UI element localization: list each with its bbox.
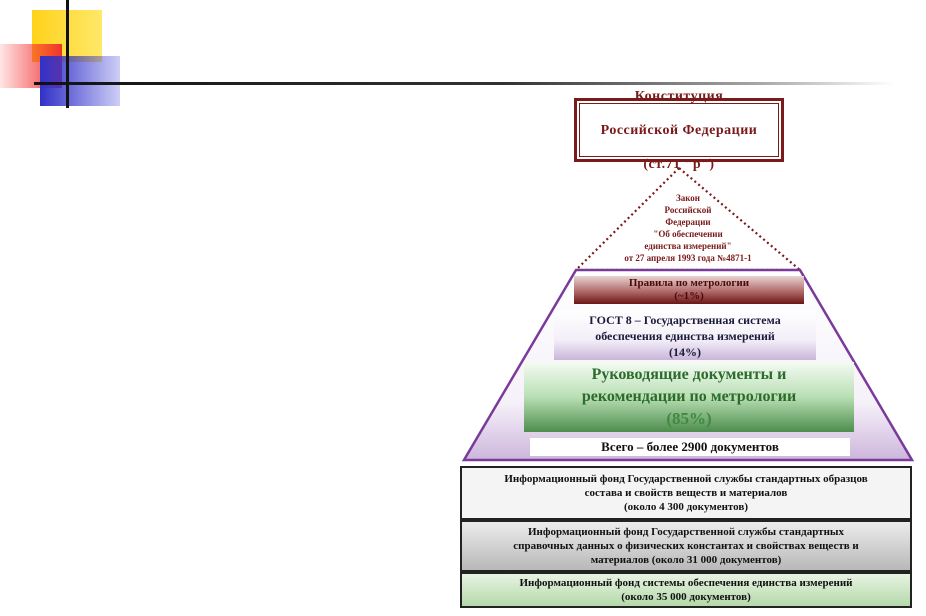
total-label: Всего – более 2900 документов (530, 438, 850, 456)
constitution-line-3: (ст.71 "р") (643, 156, 715, 172)
guidance-line-2: рекомендации по метрологии (581, 388, 797, 405)
fund-2-line-3: материалов (около 31 000 документов) (590, 554, 782, 566)
fund-box-reference-materials: Информационный фонд Государственной служ… (460, 466, 912, 520)
fund-1-line-1: Информационный фонд Государственной служ… (504, 473, 868, 485)
gost-line-3: (14%) (669, 345, 701, 359)
decor-blue-square (40, 56, 120, 106)
fund-1-line-3: (около 4 300 документов) (623, 501, 749, 513)
decor-horizontal-line (34, 82, 894, 85)
guidance-line-1: Руководящие документы и (591, 366, 787, 383)
fund-3-line-1: Информационный фонд системы обеспечения … (519, 577, 853, 589)
fund-2-line-2: справочных данных о физических константа… (513, 540, 859, 552)
constitution-label: Конституция Российской Федерации (ст.71 … (601, 71, 758, 190)
law-label: Закон Российской Федерации "Об обеспечен… (624, 193, 752, 263)
fund-1-line-2: состава и свойств веществ и материалов (584, 487, 788, 499)
rules-line-2: (~1%) (674, 290, 704, 302)
gost-line-2: обеспечения единства измерений (595, 329, 775, 343)
constitution-line-1: Конституция (634, 88, 724, 104)
fund-box-measurement-uniformity: Информационный фонд системы обеспечения … (460, 572, 912, 608)
guidance-line-3: (85%) (666, 409, 712, 428)
rules-line-1: Правила по метрологии (628, 277, 750, 289)
gost-line-1: ГОСТ 8 – Государственная система (589, 313, 781, 327)
fund-box-reference-data: Информационный фонд Государственной служ… (460, 520, 912, 572)
guidance-box: Руководящие документы и рекомендации по … (524, 362, 854, 432)
constitution-box: Конституция Российской Федерации (ст.71 … (574, 89, 784, 172)
gost-box: ГОСТ 8 – Государственная система обеспеч… (554, 310, 816, 360)
fund-3-line-2: (около 35 000 документов) (621, 591, 751, 603)
decor-vertical-line (66, 0, 69, 108)
rules-box: Правила по метрологии (~1%) (574, 276, 804, 304)
fund-2-line-1: Информационный фонд Государственной служ… (528, 526, 844, 538)
constitution-line-2: Российской Федерации (600, 122, 758, 138)
